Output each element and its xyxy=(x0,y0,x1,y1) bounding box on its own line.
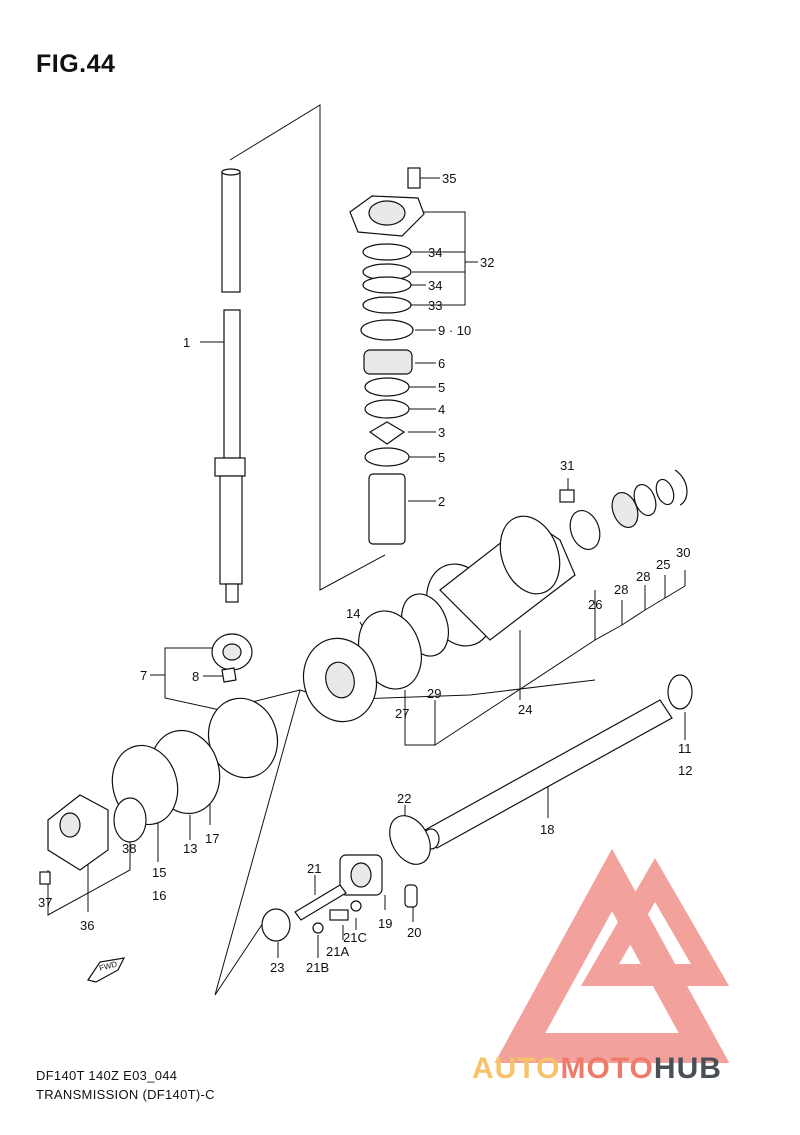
callout-2: 2 xyxy=(438,494,445,509)
callout-24: 24 xyxy=(518,702,532,717)
callout-17: 17 xyxy=(205,831,219,846)
callout-32: 32 xyxy=(480,255,494,270)
footer-name: TRANSMISSION (DF140T)-C xyxy=(36,1087,215,1102)
callout-15: 15 xyxy=(152,865,166,880)
leader-lines xyxy=(47,104,686,996)
callout-1: 1 xyxy=(183,335,190,350)
drive-shaft xyxy=(214,168,246,603)
callout-21c: 21C xyxy=(343,930,367,945)
callout-5b: 5 xyxy=(438,450,445,465)
brand-part-moto: MOTO xyxy=(560,1052,654,1085)
callout-3: 3 xyxy=(438,425,445,440)
footer-code: DF140T 140Z E03_044 xyxy=(36,1068,178,1083)
propeller-shaft xyxy=(389,699,673,865)
forward-arrow-icon: FWD xyxy=(87,957,126,983)
callout-37: 37 xyxy=(38,895,52,910)
callout-14: 14 xyxy=(346,606,360,621)
callout-33: 33 xyxy=(428,298,442,313)
callout-28a: 28 xyxy=(614,582,628,597)
callout-19: 19 xyxy=(378,916,392,931)
callout-21a: 21A xyxy=(326,944,349,959)
callout-12: 12 xyxy=(678,763,692,778)
callout-30: 30 xyxy=(676,545,690,560)
callout-21b: 21B xyxy=(306,960,329,975)
callout-13: 13 xyxy=(183,841,197,856)
callout-9-10: 9 · 10 xyxy=(438,323,471,338)
watermark-logo xyxy=(494,848,730,1063)
callout-22: 22 xyxy=(397,791,411,806)
callout-34b: 34 xyxy=(428,278,442,293)
callout-21: 21 xyxy=(307,861,321,876)
brand-part-hub: HUB xyxy=(653,1052,722,1085)
callout-29: 29 xyxy=(427,686,441,701)
gear-assembly xyxy=(39,633,693,885)
callout-34a: 34 xyxy=(428,245,442,260)
pinion-stack xyxy=(349,167,425,545)
callout-27: 27 xyxy=(395,706,409,721)
watermark-brand: AUTOMOTOHUB xyxy=(472,1052,722,1086)
callout-18: 18 xyxy=(540,822,554,837)
callout-35: 35 xyxy=(442,171,456,186)
callout-25: 25 xyxy=(656,557,670,572)
callout-7: 7 xyxy=(140,668,147,683)
callout-23: 23 xyxy=(270,960,284,975)
figure-footer: DF140T 140Z E03_044 TRANSMISSION (DF140T… xyxy=(36,1066,215,1104)
callout-4: 4 xyxy=(438,402,445,417)
callout-38: 38 xyxy=(122,841,136,856)
callout-labels: 1 2 3 4 5 5 6 7 8 9 · 10 11 12 13 14 15 … xyxy=(38,171,692,975)
clutch-parts xyxy=(261,854,418,942)
brand-part-auto: AUTO xyxy=(472,1052,561,1085)
callout-31: 31 xyxy=(560,458,574,473)
figure-title: FIG.44 xyxy=(36,50,116,78)
callout-11: 11 xyxy=(678,741,692,756)
callout-6: 6 xyxy=(438,356,445,371)
callout-28b: 28 xyxy=(636,569,650,584)
callout-36: 36 xyxy=(80,918,94,933)
callout-20: 20 xyxy=(407,925,421,940)
callout-16: 16 xyxy=(152,888,166,903)
callout-8: 8 xyxy=(192,669,199,684)
callout-26: 26 xyxy=(588,597,602,612)
callout-5a: 5 xyxy=(438,380,445,395)
housing-assembly xyxy=(358,469,688,690)
